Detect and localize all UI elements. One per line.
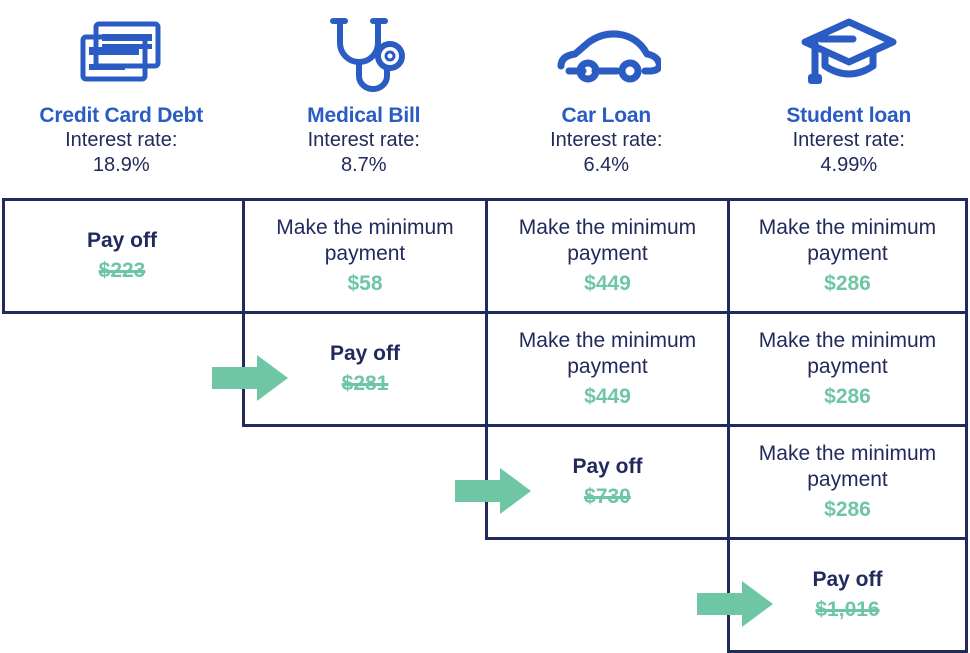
table-row: Pay off $223 <box>2 201 242 311</box>
debt-rate-label: Interest rate: <box>65 128 178 151</box>
debt-rate-label: Interest rate: <box>550 128 663 151</box>
cell-action: Make the minimum payment <box>758 215 937 266</box>
cell-action: Pay off <box>572 455 643 479</box>
table-row: Make the minimum payment $449 <box>488 314 727 424</box>
cell-amount: $730 <box>584 484 631 508</box>
grid-line-col2-right <box>485 198 488 540</box>
arrow-to-car-loan-payoff <box>455 468 531 514</box>
graduation-cap-icon <box>797 8 901 100</box>
cell-action: Make the minimum payment <box>276 215 454 266</box>
grid-line-col4-right <box>965 198 968 653</box>
cell-amount: $449 <box>584 384 631 408</box>
debt-title: Student loan <box>786 104 912 127</box>
credit-cards-icon <box>71 8 171 100</box>
cell-action: Make the minimum payment <box>518 328 697 379</box>
cell-action: Pay off <box>86 229 157 253</box>
debt-title: Credit Card Debt <box>39 104 204 127</box>
table-row: Make the minimum payment $286 <box>730 314 965 424</box>
debt-rate-value: 4.99% <box>820 154 878 177</box>
cell-amount: $223 <box>98 258 146 282</box>
cell-amount: $286 <box>824 384 871 408</box>
cell-action: Make the minimum payment <box>758 328 937 379</box>
cell-action: Make the minimum payment <box>758 441 937 492</box>
cell-action: Pay off <box>329 342 400 366</box>
cell-action: Make the minimum payment <box>518 215 697 266</box>
arrow-to-medical-bill-payoff <box>212 355 288 401</box>
table-row: Make the minimum payment $58 <box>245 201 485 311</box>
cell-action: Pay off <box>812 568 883 592</box>
cell-amount: $1,016 <box>815 597 880 621</box>
grid-line-col1-left <box>2 198 5 314</box>
debt-rate-label: Interest rate: <box>792 128 905 151</box>
debt-title: Medical Bill <box>307 104 421 127</box>
cell-amount: $286 <box>824 271 871 295</box>
debt-header-student-loan: Student loan Interest rate: 4.99% <box>728 0 970 200</box>
table-row: Pay off $1,016 <box>730 540 965 650</box>
grid-line-col1-right <box>242 198 245 427</box>
grid-line-col3-right <box>727 198 730 653</box>
table-row: Pay off $281 <box>245 314 485 424</box>
debt-rate-value: 18.9% <box>92 154 150 177</box>
grid-line-row3-bottom <box>485 537 968 540</box>
debt-header-car-loan: Car Loan Interest rate: 6.4% <box>485 0 728 200</box>
debt-header-medical-bill: Medical Bill Interest rate: 8.7% <box>243 0 486 200</box>
table-row: Make the minimum payment $286 <box>730 201 965 311</box>
car-icon <box>551 8 662 100</box>
table-row: Make the minimum payment $286 <box>730 427 965 537</box>
table-row: Pay off $730 <box>488 427 727 537</box>
cell-amount: $449 <box>584 271 631 295</box>
debt-rate-value: 6.4% <box>583 154 630 177</box>
cell-amount: $58 <box>347 271 383 295</box>
debt-headers-row: Credit Card Debt Interest rate: 18.9% Me… <box>0 0 970 200</box>
cell-amount: $281 <box>341 371 389 395</box>
debt-rate-label: Interest rate: <box>307 128 420 151</box>
arrow-to-student-loan-payoff <box>697 581 773 627</box>
debt-header-credit-card-debt: Credit Card Debt Interest rate: 18.9% <box>0 0 243 200</box>
grid-line-row2-bottom <box>242 424 968 427</box>
stethoscope-icon <box>314 8 414 100</box>
debt-rate-value: 8.7% <box>340 154 387 177</box>
debt-title: Car Loan <box>561 104 652 127</box>
grid-line-row4-bottom <box>727 650 968 653</box>
table-row: Make the minimum payment $449 <box>488 201 727 311</box>
cell-amount: $286 <box>824 497 871 521</box>
